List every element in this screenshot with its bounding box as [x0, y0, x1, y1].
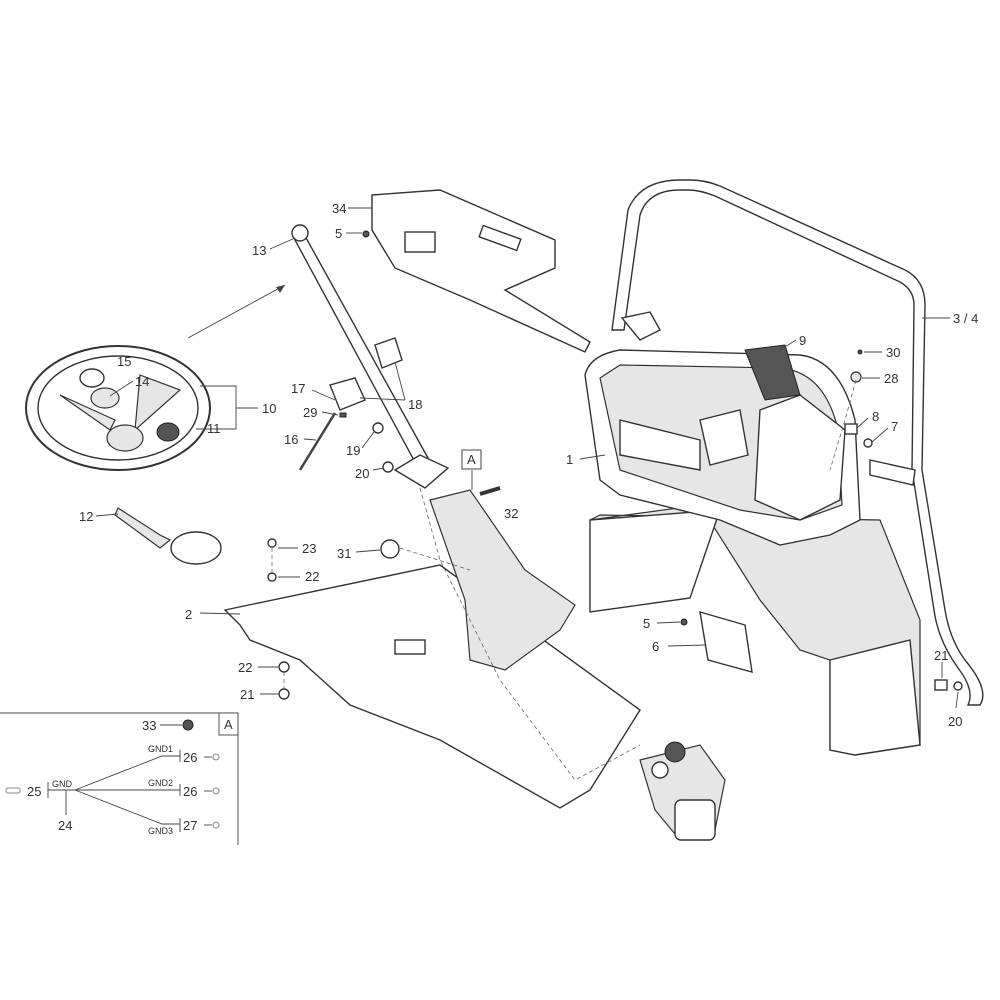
callout-34: 34: [332, 201, 346, 216]
column-flange: [393, 454, 450, 489]
section-marker-box: [461, 449, 482, 470]
callout-6: 6: [652, 639, 659, 654]
washer-7: [863, 438, 873, 448]
bolt-8: [844, 423, 858, 435]
callout-9: 9: [799, 333, 806, 348]
callout-29: 29: [303, 405, 317, 420]
bolt-23: [267, 538, 277, 548]
panel-cutout: [404, 231, 436, 253]
ring-terminal-icons: [5, 753, 220, 829]
inset-callout-33: 33: [142, 718, 156, 733]
callout-12: 12: [79, 509, 93, 524]
callout-21: 21: [240, 687, 254, 702]
clamp-31: [380, 539, 400, 559]
callout-7: 7: [891, 419, 898, 434]
panel-slot: [478, 224, 522, 252]
bracket-18: [374, 337, 403, 369]
lever-clamp: [170, 531, 222, 565]
inset-callout-25: 25: [27, 784, 41, 799]
callout-1: 1: [566, 452, 573, 467]
grommet-33: [182, 719, 194, 731]
bolt-21b: [934, 679, 948, 691]
callout-23: 23: [302, 541, 316, 556]
inset-marker: A: [224, 717, 233, 732]
callout-10: 10: [262, 401, 276, 416]
callout-19: 19: [346, 443, 360, 458]
callout-5b: 5: [643, 616, 650, 631]
washer-20b: [953, 681, 963, 691]
callout-3-4: 3 / 4: [953, 311, 978, 326]
roll-bar: [611, 179, 984, 706]
callout-8: 8: [872, 409, 879, 424]
bracket-17: [329, 377, 366, 411]
floor-plate: [223, 564, 641, 809]
steering-valve: [639, 741, 726, 841]
screw-5b: [680, 618, 688, 626]
label-gnd2: GND2: [148, 778, 173, 788]
label-gnd: GND: [52, 779, 73, 789]
callout-21b: 21: [934, 648, 948, 663]
floor-cutout: [394, 639, 426, 655]
lever: [114, 507, 172, 549]
nut-28: [850, 371, 862, 383]
leader-lines: [95, 207, 959, 709]
callout-22: 22: [305, 569, 319, 584]
inset-callout-26b: 26: [183, 784, 197, 799]
bolt-19: [372, 422, 384, 434]
section-marker: A: [467, 452, 476, 467]
steering-wheel: [25, 345, 211, 471]
callout-17: 17: [291, 381, 305, 396]
screw-30: [857, 349, 863, 355]
callout-16: 16: [284, 432, 298, 447]
callout-2: 2: [185, 607, 192, 622]
callout-28: 28: [884, 371, 898, 386]
pin-16: [298, 412, 337, 471]
screw-5: [362, 230, 370, 238]
callout-31: 31: [337, 546, 351, 561]
inset-callout-27: 27: [183, 818, 197, 833]
callout-20b: 20: [948, 714, 962, 729]
dash-console: [584, 349, 921, 756]
callout-15: 15: [117, 354, 131, 369]
callout-32: 32: [504, 506, 518, 521]
label-gnd1: GND1: [148, 744, 173, 754]
bolt-32: [479, 486, 501, 496]
callout-30: 30: [886, 345, 900, 360]
inset-callout-26a: 26: [183, 750, 197, 765]
washer-22b: [278, 661, 290, 673]
cover-plate: [699, 611, 753, 673]
label-gnd3: GND3: [148, 826, 173, 836]
washer-20: [382, 461, 394, 473]
inset-callout-24: 24: [58, 818, 72, 833]
callout-18: 18: [408, 397, 422, 412]
label-plate: [744, 344, 801, 401]
callout-20: 20: [355, 466, 369, 481]
bolt-21: [278, 688, 290, 700]
top-panel: [371, 189, 591, 353]
inset-detail-a: A 33 GND1 26 GND2 26 GND3 27 25 GND 24: [0, 712, 239, 845]
callout-14: 14: [135, 374, 149, 389]
callout-22b: 22: [238, 660, 252, 675]
assembly-arrow: [187, 284, 286, 339]
column-top: [291, 224, 309, 242]
callout-labels: 34 5 13 9 30 28 3 / 4 15 14 10 11 17 29 …: [79, 201, 978, 729]
column-support: [429, 489, 576, 671]
callout-5: 5: [335, 226, 342, 241]
nut-29: [339, 412, 347, 418]
callout-11: 11: [207, 421, 221, 436]
washer-22: [267, 572, 277, 582]
callout-13: 13: [252, 243, 266, 258]
